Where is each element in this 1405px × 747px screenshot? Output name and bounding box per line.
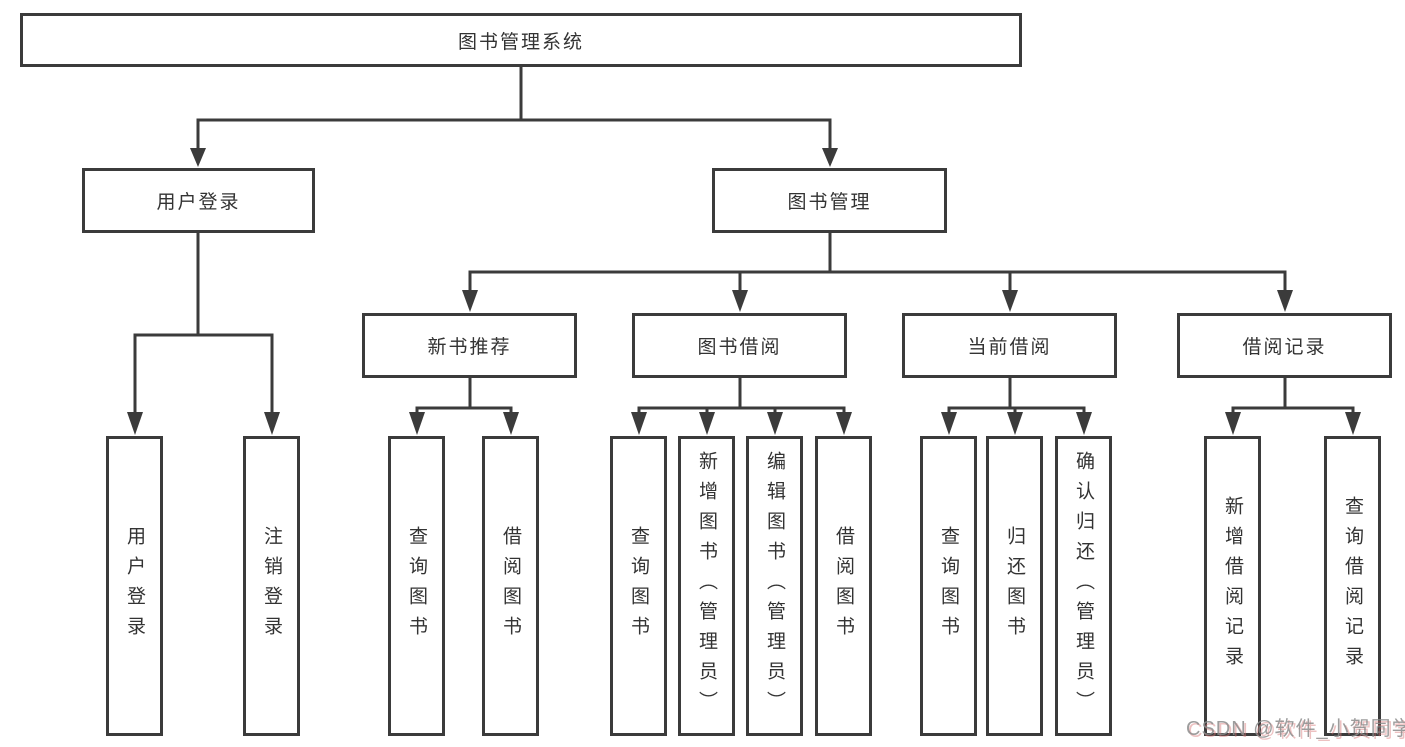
node-label: 确认归还（管理员） — [1073, 451, 1094, 721]
leaf-query-books-borrowing: 查询图书 — [610, 436, 667, 736]
node-label: 图书管理系统 — [457, 31, 584, 53]
node-label: 借阅图书 — [500, 526, 521, 646]
node-current-borrowing: 当前借阅 — [902, 313, 1117, 378]
node-label: 注销登录 — [261, 526, 282, 646]
leaf-edit-books-admin: 编辑图书（管理员） — [746, 436, 803, 736]
node-label: 查询图书 — [406, 526, 427, 646]
node-book-management: 图书管理 — [712, 168, 947, 233]
leaf-logout: 注销登录 — [243, 436, 300, 736]
leaf-query-books-recommend: 查询图书 — [388, 436, 445, 736]
node-label: 查询图书 — [938, 526, 959, 646]
node-root-library-system: 图书管理系统 — [20, 13, 1022, 67]
leaf-borrow-books-recommend: 借阅图书 — [482, 436, 539, 736]
node-label: 编辑图书（管理员） — [764, 451, 785, 721]
leaf-user-login: 用户登录 — [106, 436, 163, 736]
node-label: 查询图书 — [628, 526, 649, 646]
leaf-add-books-admin: 新增图书（管理员） — [678, 436, 735, 736]
leaf-query-books-current: 查询图书 — [920, 436, 977, 736]
node-label: 用户登录 — [156, 192, 241, 213]
node-user-login: 用户登录 — [82, 168, 315, 233]
node-borrowing-records: 借阅记录 — [1177, 313, 1392, 378]
node-label: 归还图书 — [1004, 526, 1025, 646]
leaf-confirm-return-admin: 确认归还（管理员） — [1055, 436, 1112, 736]
node-label: 查询借阅记录 — [1342, 496, 1363, 676]
node-label: 新增借阅记录 — [1222, 496, 1243, 676]
leaf-add-borrow-record: 新增借阅记录 — [1204, 436, 1261, 736]
node-label: 当前借阅 — [967, 337, 1052, 358]
node-label: 借阅图书 — [833, 526, 854, 646]
node-label: 新增图书（管理员） — [696, 451, 717, 721]
node-label: 新书推荐 — [427, 337, 512, 358]
node-label: 图书借阅 — [697, 337, 782, 358]
leaf-query-borrow-record: 查询借阅记录 — [1324, 436, 1381, 736]
node-label: 借阅记录 — [1242, 337, 1327, 358]
node-new-book-recommend: 新书推荐 — [362, 313, 577, 378]
leaf-borrow-books-borrowing: 借阅图书 — [815, 436, 872, 736]
leaf-return-books: 归还图书 — [986, 436, 1043, 736]
node-book-borrowing: 图书借阅 — [632, 313, 847, 378]
csdn-watermark: CSDN @软件_小贺同学 — [1186, 718, 1405, 740]
node-label: 图书管理 — [787, 192, 872, 213]
node-label: 用户登录 — [124, 526, 145, 646]
